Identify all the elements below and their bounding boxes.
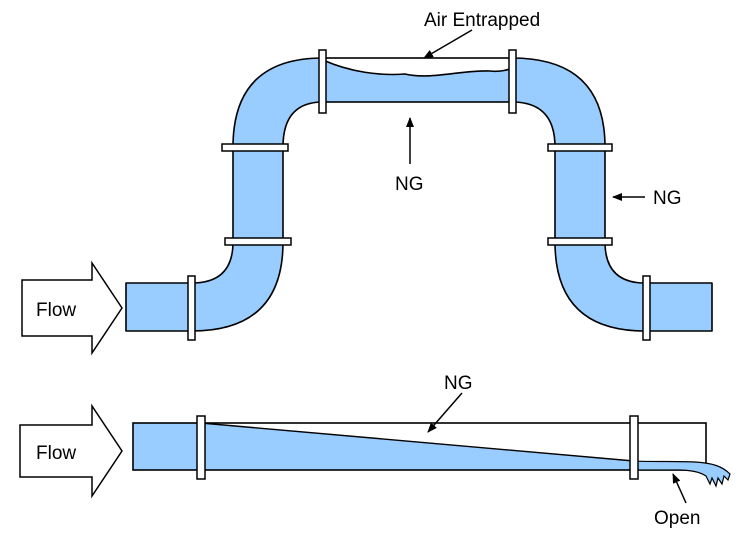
outlet-pipe xyxy=(644,282,713,332)
flange-right-upper xyxy=(547,143,613,152)
top-pipe-system xyxy=(125,49,713,341)
flange-outlet xyxy=(642,275,651,341)
flange-top-left xyxy=(318,49,327,114)
air-entrapped-label: Air Entrapped xyxy=(424,10,540,31)
flange-bottom-right xyxy=(629,415,639,480)
upper-right-elbow xyxy=(511,57,606,148)
water-surface-line xyxy=(200,422,635,462)
flange-bottom-left xyxy=(196,415,206,480)
flange-left-upper xyxy=(221,143,289,152)
open-label: Open xyxy=(654,508,700,529)
open-arrow xyxy=(672,473,687,504)
ng-bottom-arrow xyxy=(427,392,463,433)
flange-right-lower xyxy=(547,237,613,246)
open-end-spill xyxy=(633,460,731,488)
ng-bottom-label: NG xyxy=(444,373,473,394)
flange-top-right xyxy=(508,49,517,114)
top-flow-arrow: Flow xyxy=(21,260,123,356)
ng-right-label: NG xyxy=(653,188,682,209)
air-entrapped-arrow xyxy=(423,29,473,59)
top-pipe-water xyxy=(323,60,512,102)
flange-left-lower xyxy=(224,237,292,246)
lower-right-elbow xyxy=(554,241,646,332)
lower-left-elbow xyxy=(191,241,284,332)
upper-left-elbow xyxy=(232,57,324,148)
left-riser-pipe xyxy=(232,146,284,243)
bottom-pipe-water xyxy=(133,423,708,470)
bottom-pipe-system xyxy=(132,415,731,488)
bottom-pipe-outline xyxy=(132,422,707,471)
top-flow-label: Flow xyxy=(36,300,76,321)
ng-middle-label: NG xyxy=(395,174,424,195)
flange-inlet xyxy=(187,275,196,341)
inlet-pipe xyxy=(125,282,193,332)
bottom-flow-label: Flow xyxy=(36,443,76,464)
air-water-interface xyxy=(322,59,513,77)
bottom-flow-arrow: Flow xyxy=(19,403,123,499)
right-downcomer-pipe xyxy=(554,146,606,243)
